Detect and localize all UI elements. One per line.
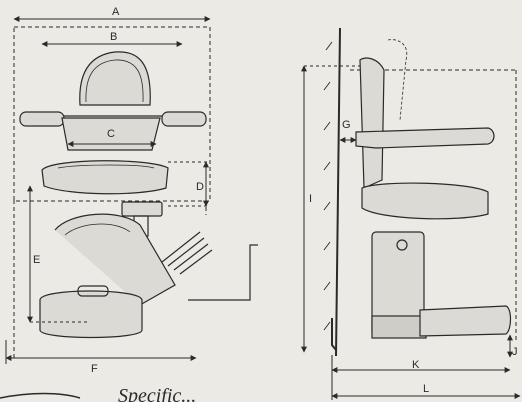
label-i: I	[309, 193, 312, 205]
footrest-arm	[54, 213, 176, 306]
label-d: D	[196, 181, 204, 193]
side-view	[323, 27, 517, 357]
side-backrest	[359, 57, 385, 189]
label-j: J	[512, 346, 518, 358]
side-seat	[361, 182, 489, 220]
wall-line	[335, 27, 341, 357]
caption-text: Specific...	[118, 385, 196, 402]
label-l: L	[423, 383, 429, 395]
side-armrest	[355, 127, 495, 149]
label-e: E	[33, 254, 40, 266]
backrest	[79, 51, 151, 106]
front-outline-dashed	[13, 26, 211, 202]
label-c: C	[107, 128, 115, 140]
seat-cushion	[41, 160, 169, 195]
right-armrest	[161, 111, 207, 127]
left-armrest	[19, 111, 65, 127]
footrest	[39, 290, 143, 339]
label-f: F	[91, 363, 98, 375]
side-footrest	[419, 305, 512, 337]
label-g: G	[342, 119, 351, 131]
label-b: B	[110, 31, 117, 43]
label-k: K	[412, 359, 420, 371]
label-a: A	[112, 6, 120, 18]
